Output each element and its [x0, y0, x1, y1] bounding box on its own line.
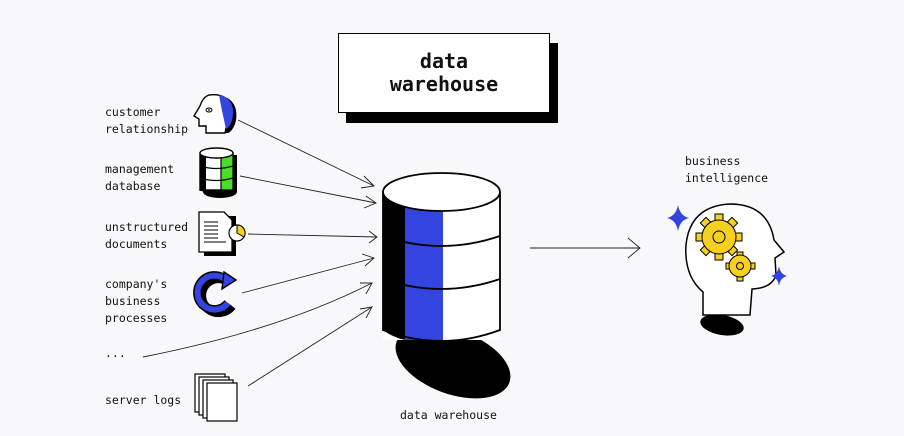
arrow-documents [247, 230, 378, 244]
circular-arrow-icon [193, 270, 238, 318]
title-box-face: data warehouse [338, 33, 550, 113]
arrow-customer [237, 119, 375, 189]
source-label-line: relationship [105, 122, 189, 136]
cylinder-shadow [395, 325, 511, 399]
arrow-database [239, 175, 377, 209]
stacked-pages-icon [194, 373, 238, 422]
title-line-1: data [419, 49, 469, 73]
document-chart-icon [198, 211, 246, 256]
source-label-line: business [105, 294, 161, 308]
warehouse-cylinder-icon [382, 172, 511, 399]
head-gears-icon [667, 203, 787, 336]
large-gear-icon [695, 213, 743, 261]
warehouse-caption: data warehouse [400, 408, 497, 422]
source-label-line: customer [105, 105, 161, 119]
source-label-management-database: management database [105, 161, 174, 195]
source-label-line: management [105, 162, 175, 176]
output-label-line: intelligence [685, 171, 769, 185]
source-label-line: database [105, 179, 161, 193]
title-line-2: warehouse [389, 72, 499, 96]
source-label-business-processes: company's business processes [105, 276, 167, 327]
source-arrows [142, 119, 378, 387]
source-label-line: processes [105, 311, 168, 325]
output-label-business-intelligence: business intelligence [685, 153, 768, 187]
arrow-ellipsis [142, 282, 373, 358]
output-arrow [530, 237, 641, 259]
title-box: data warehouse [338, 33, 558, 123]
head-profile-icon [193, 94, 237, 134]
source-label-line: unstructured [105, 220, 189, 234]
output-label-line: business [685, 154, 741, 168]
source-label-unstructured-documents: unstructured documents [105, 219, 188, 253]
source-label-ellipsis: ... [105, 345, 126, 362]
source-label-customer-relationship: customer relationship [105, 104, 188, 138]
sparkle-icon [771, 266, 787, 286]
small-gear-icon [725, 251, 756, 282]
sparkle-icon [667, 205, 689, 231]
arrow-processes [241, 253, 375, 294]
arrow-server-logs [247, 306, 373, 387]
source-label-server-logs: server logs [105, 392, 181, 409]
source-label-line: ... [105, 346, 126, 360]
source-label-line: company's [105, 277, 168, 291]
database-icon [199, 147, 237, 198]
source-label-line: documents [105, 237, 168, 251]
source-label-line: server logs [105, 393, 182, 407]
